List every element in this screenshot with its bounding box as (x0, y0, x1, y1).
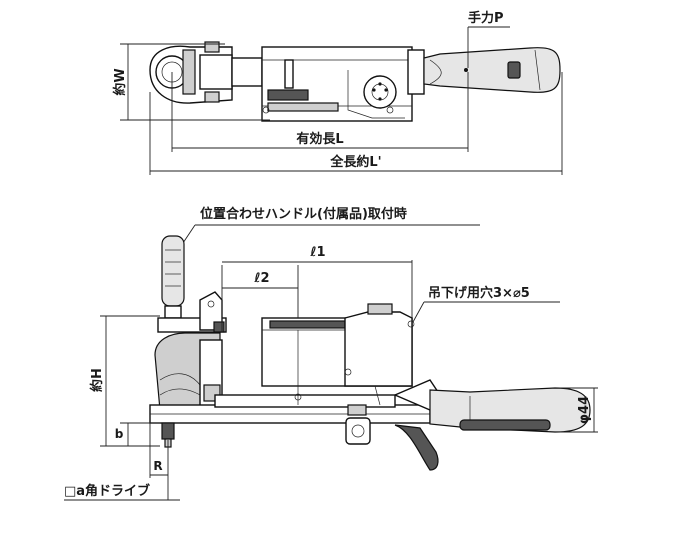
label-b: b (115, 427, 124, 441)
label-effective-length: 有効長L (296, 131, 343, 147)
label-handle-force: 手力P (468, 10, 504, 26)
label-grip-diameter: φ44 (577, 396, 592, 424)
label-attach-note: 位置合わせハンドル(付属品)取付時 (200, 206, 407, 222)
alignment-handle (161, 235, 185, 307)
hanging-hole (407, 320, 415, 328)
label-l2: ℓ2 (253, 271, 269, 286)
label-overall-length: 全長約L' (329, 154, 381, 170)
label-hanging-hole: 吊下げ用穴3×⌀5 (428, 285, 530, 301)
side-scale (269, 320, 346, 329)
label-width: 約W (112, 68, 128, 95)
top-grip-button (507, 61, 521, 79)
top-view: 手力P 約W 有効長L 全長約L' (112, 10, 563, 175)
top-handle (423, 47, 561, 93)
label-square-drive: □a角ドライブ (64, 483, 150, 499)
top-dial (363, 75, 397, 109)
label-r: R (153, 459, 162, 473)
side-hook (345, 417, 371, 445)
top-scale-plate (267, 89, 309, 101)
side-trigger (394, 424, 439, 471)
side-view: 位置合わせハンドル(付属品)取付時 (64, 206, 598, 501)
label-height: 約H (89, 368, 105, 392)
label-l1: ℓ1 (309, 245, 325, 260)
square-drive (161, 422, 175, 440)
